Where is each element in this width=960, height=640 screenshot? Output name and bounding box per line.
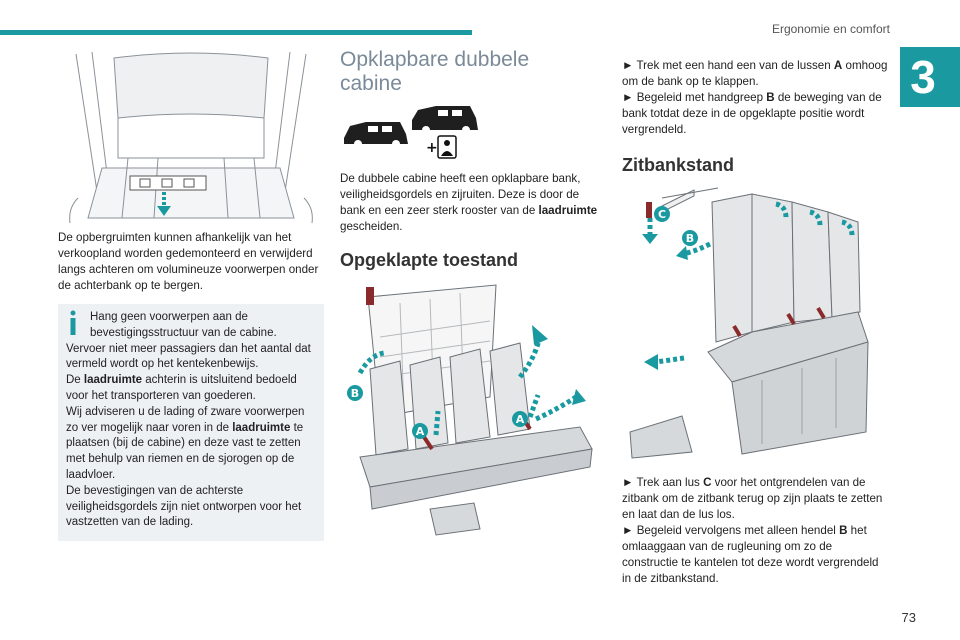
label-a-1: A xyxy=(416,425,425,438)
label-a-2: A xyxy=(516,413,525,426)
folded-bench-illustration: B A A xyxy=(347,284,593,536)
vehicle-icons: + xyxy=(344,106,478,159)
info-line-1: Hang geen voorwerpen aan de xyxy=(90,311,248,323)
step-4: ► Begeleid vervolgens met alleen hendel … xyxy=(622,524,879,585)
column-right: ► Trek met een hand een van de lussen A … xyxy=(622,58,888,587)
label-b: B xyxy=(686,232,694,245)
info-line-4: De laadruimte achterin is uitsluitend be… xyxy=(66,374,297,402)
column-middle: Opklapbare dubbele cabine + De dubbele c… xyxy=(340,48,600,550)
cabin-paragraph: De dubbele cabine heeft een opklapbare b… xyxy=(340,172,598,233)
info-line-2: bevestigingsstructuur van de cabine. xyxy=(90,326,277,339)
section-heading-cabin: Opklapbare dubbele cabine xyxy=(340,48,530,95)
chapter-tab: 3 xyxy=(900,47,960,107)
storage-illustration xyxy=(69,51,313,224)
label-b: B xyxy=(351,387,359,400)
heading-seat-position: Zitbankstand xyxy=(622,155,735,175)
top-accent-bar xyxy=(0,30,472,35)
step-2: ► Begeleid met handgreep B de beweging v… xyxy=(622,91,882,136)
chapter-number: 3 xyxy=(910,51,936,103)
info-line-3: Vervoer niet meer passagiers dan het aan… xyxy=(66,342,311,371)
column-left: De opbergruimten kunnen afhankelijk van … xyxy=(58,48,324,542)
info-box: Hang geen voorwerpen aan de bevestigings… xyxy=(58,304,324,542)
info-line-6: De bevestigingen van de achterste veilig… xyxy=(66,484,302,529)
storage-paragraph: De opbergruimten kunnen afhankelijk van … xyxy=(58,231,319,292)
step-1: ► Trek met een hand een van de lussen A … xyxy=(622,59,888,88)
seat-bench-illustration: C B xyxy=(629,187,869,459)
step-3: ► Trek aan lus C voor het ontgrendelen v… xyxy=(622,476,883,521)
heading-folded: Opgeklapte toestand xyxy=(340,250,519,270)
info-line-5: Wij adviseren u de lading of zware voorw… xyxy=(66,405,305,481)
section-title: Ergonomie en comfort xyxy=(771,22,890,36)
page-number: 73 xyxy=(901,610,916,625)
info-icon xyxy=(70,310,76,335)
plus-sign: + xyxy=(426,140,438,156)
label-c: C xyxy=(658,208,666,221)
